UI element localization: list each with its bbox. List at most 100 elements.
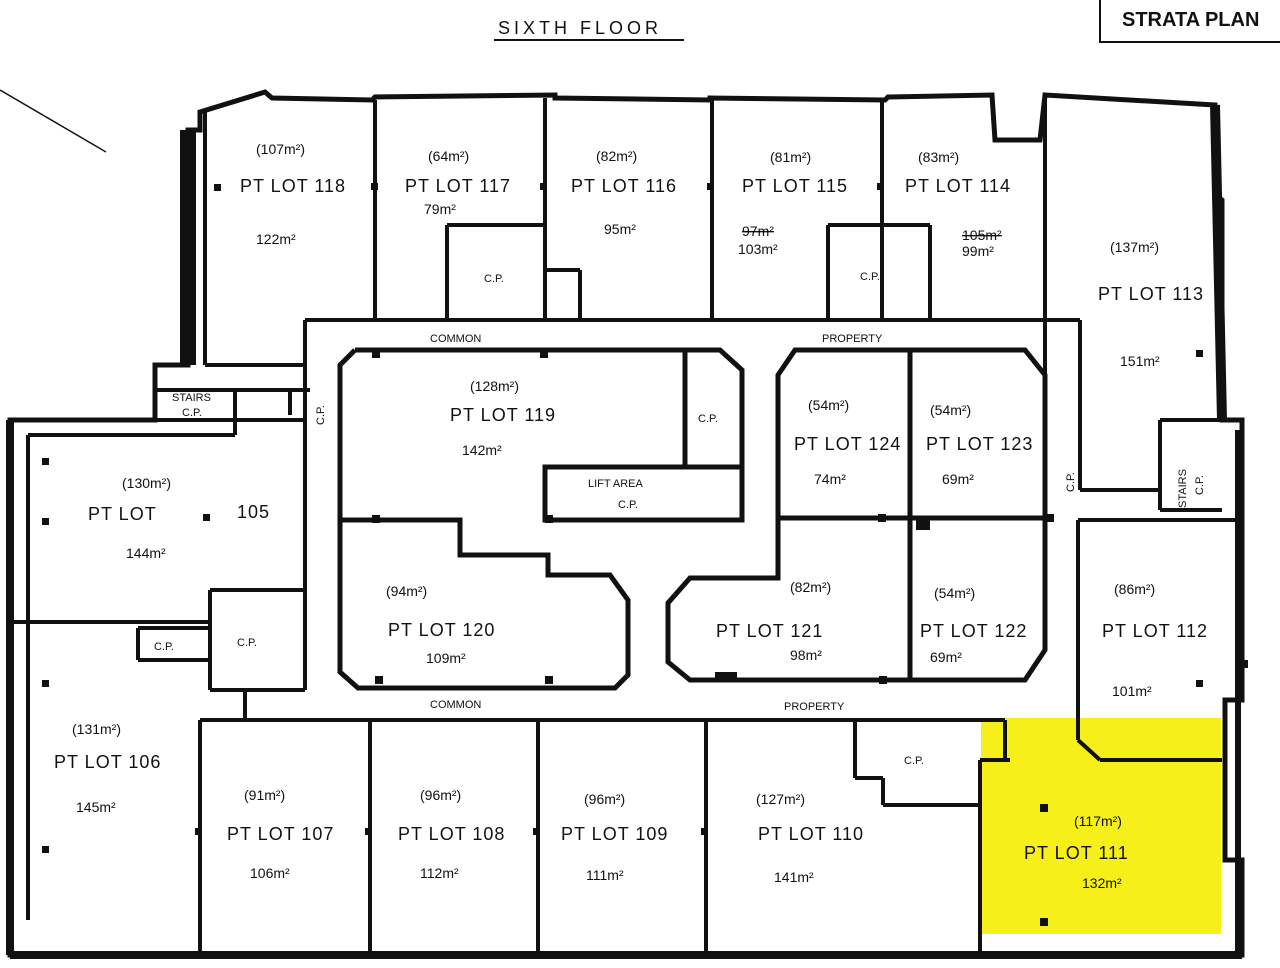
floor-title: SIXTH FLOOR — [498, 18, 662, 38]
lot-122-original-area: (54m²) — [934, 585, 975, 601]
cp-label: C.P. — [698, 413, 718, 425]
lot-114-area: 99m² — [962, 243, 994, 259]
common-property-label-top-2: PROPERTY — [822, 333, 883, 345]
stairs-right-label: STAIRS — [1177, 469, 1189, 508]
lot-118-label: PT LOT 118 — [240, 176, 346, 196]
lot-115-label: PT LOT 115 — [742, 176, 848, 196]
lift-area-label: LIFT AREA — [588, 478, 643, 490]
lot-119-area: 142m² — [462, 442, 502, 458]
lot-105-area: 144m² — [126, 545, 166, 561]
lot-116-label: PT LOT 116 — [571, 176, 677, 196]
cp-label: C.P. — [237, 637, 257, 649]
lot-122-area: 69m² — [930, 649, 962, 665]
cp-label: C.P. — [154, 641, 174, 653]
lot-116[interactable]: (82m²) PT LOT 116 95m² — [571, 148, 677, 237]
lot-122[interactable]: (54m²) PT LOT 122 69m² — [920, 585, 1027, 665]
lot-121[interactable]: (82m²) PT LOT 121 98m² — [716, 579, 831, 663]
lot-119[interactable]: (128m²) PT LOT 119 142m² — [450, 378, 556, 458]
lot-124-original-area: (54m²) — [808, 397, 849, 413]
lot-123-original-area: (54m²) — [930, 402, 971, 418]
lot-117-original-area: (64m²) — [428, 148, 469, 164]
lot-124[interactable]: (54m²) PT LOT 124 74m² — [794, 397, 901, 487]
common-property-label-bottom-1: COMMON — [430, 699, 481, 711]
lot-108-area: 112m² — [420, 865, 459, 881]
lot-107-original-area: (91m²) — [244, 787, 285, 803]
lot-108[interactable]: (96m²) PT LOT 108 112m² — [398, 787, 505, 881]
column-markers — [42, 183, 1248, 926]
lot-105-label: PT LOT — [88, 504, 157, 524]
lot-118-area: 122m² — [256, 231, 296, 247]
cp-label: C.P. — [860, 271, 880, 283]
lot-116-original-area: (82m²) — [596, 148, 637, 164]
lot-124-area: 74m² — [814, 471, 846, 487]
lot-111-label: PT LOT 111 — [1024, 843, 1129, 863]
stairs-left-cp: C.P. — [182, 407, 202, 419]
lot-118-original-area: (107m²) — [256, 141, 305, 157]
lot-121-label: PT LOT 121 — [716, 621, 823, 641]
lot-111-area: 132m² — [1082, 875, 1122, 891]
common-property-label-top-1: COMMON — [430, 333, 481, 345]
lot-113-label: PT LOT 113 — [1098, 284, 1204, 304]
lot-106-label: PT LOT 106 — [54, 752, 161, 772]
lot-112[interactable]: (86m²) PT LOT 112 101m² — [1102, 581, 1208, 699]
lot-107-label: PT LOT 107 — [227, 824, 334, 844]
bottom-row-partitions — [198, 518, 1240, 955]
lot-107[interactable]: (91m²) PT LOT 107 106m² — [227, 787, 334, 881]
lot-108-label: PT LOT 108 — [398, 824, 505, 844]
lot-111-original-area: (117m²) — [1074, 813, 1122, 829]
stairs-right-cp: C.P. — [1194, 475, 1206, 495]
lot-120-area: 109m² — [426, 650, 466, 666]
lot-123[interactable]: (54m²) PT LOT 123 69m² — [926, 402, 1033, 487]
lot-121-area: 98m² — [790, 647, 822, 663]
lot-114-label: PT LOT 114 — [905, 176, 1011, 196]
lot-106-area: 145m² — [76, 799, 116, 815]
lot-109-area: 111m² — [586, 867, 624, 883]
lot-118[interactable]: (107m²) PT LOT 118 122m² — [240, 141, 346, 247]
lot-115[interactable]: (81m²) PT LOT 115 97m² 103m² — [738, 149, 848, 257]
lot-115-original-area: (81m²) — [770, 149, 811, 165]
cp-label: C.P. — [1065, 472, 1077, 492]
lot-105[interactable]: (130m²) PT LOT 105 144m² — [88, 475, 270, 561]
lot-124-label: PT LOT 124 — [794, 434, 901, 454]
lift-area-cp: C.P. — [618, 499, 638, 511]
lot-117-label: PT LOT 117 — [405, 176, 511, 196]
lot-106[interactable]: (131m²) PT LOT 106 145m² — [54, 721, 161, 815]
lot-109[interactable]: (96m²) PT LOT 109 111m² — [561, 791, 668, 883]
lot-115-struck-area: 97m² — [742, 223, 774, 239]
core-blocks — [337, 347, 1048, 691]
lot-106-original-area: (131m²) — [72, 721, 121, 737]
lot-120[interactable]: (94m²) PT LOT 120 109m² — [386, 583, 495, 666]
top-row-partitions — [203, 98, 1222, 512]
cp-label: C.P. — [904, 755, 924, 767]
cp-label: C.P. — [484, 273, 504, 285]
lot-113[interactable]: (137m²) PT LOT 113 151m² — [1098, 239, 1204, 369]
lot-112-label: PT LOT 112 — [1102, 621, 1208, 641]
lot-110-area: 141m² — [774, 869, 814, 885]
lot-105-original-area: (130m²) — [122, 475, 171, 491]
lot-119-original-area: (128m²) — [470, 378, 519, 394]
lot-113-original-area: (137m²) — [1110, 239, 1159, 255]
common-property-label-bottom-2: PROPERTY — [784, 701, 845, 713]
lot-114-original-area: (83m²) — [918, 149, 959, 165]
lot-112-area: 101m² — [1112, 683, 1152, 699]
lot-109-label: PT LOT 109 — [561, 824, 668, 844]
lot-108-original-area: (96m²) — [420, 787, 461, 803]
lot-120-original-area: (94m²) — [386, 583, 427, 599]
stairs-left-label: STAIRS — [172, 392, 211, 404]
lot-105-number: 105 — [237, 502, 270, 522]
lot-111[interactable]: (117m²) PT LOT 111 132m² — [1024, 813, 1129, 891]
plan-label: STRATA PLAN — [1122, 9, 1259, 31]
lot-110[interactable]: (127m²) PT LOT 110 141m² — [756, 791, 864, 885]
lot-115-area: 103m² — [738, 241, 778, 257]
lot-123-area: 69m² — [942, 471, 974, 487]
lot-116-area: 95m² — [604, 221, 636, 237]
lot-122-label: PT LOT 122 — [920, 621, 1027, 641]
lot-112-original-area: (86m²) — [1114, 581, 1155, 597]
lot-114[interactable]: (83m²) PT LOT 114 105m² 99m² — [905, 149, 1011, 259]
lot-123-label: PT LOT 123 — [926, 434, 1033, 454]
lot-117[interactable]: (64m²) PT LOT 117 79m² — [405, 148, 511, 217]
lot-107-area: 106m² — [250, 865, 290, 881]
lot-120-label: PT LOT 120 — [388, 620, 495, 640]
lot-121-original-area: (82m²) — [790, 579, 831, 595]
